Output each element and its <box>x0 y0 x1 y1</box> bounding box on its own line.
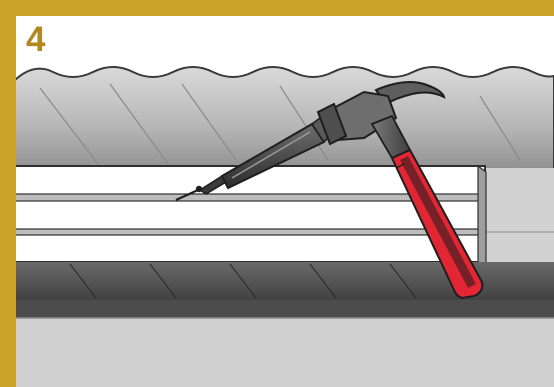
roof-diagonal-lines <box>39 83 521 165</box>
hammer-icon <box>316 81 484 300</box>
step-number: 4 <box>26 20 46 59</box>
wall-lower <box>13 318 554 387</box>
nail-set-icon <box>198 116 331 195</box>
roof-sheet <box>12 66 554 177</box>
